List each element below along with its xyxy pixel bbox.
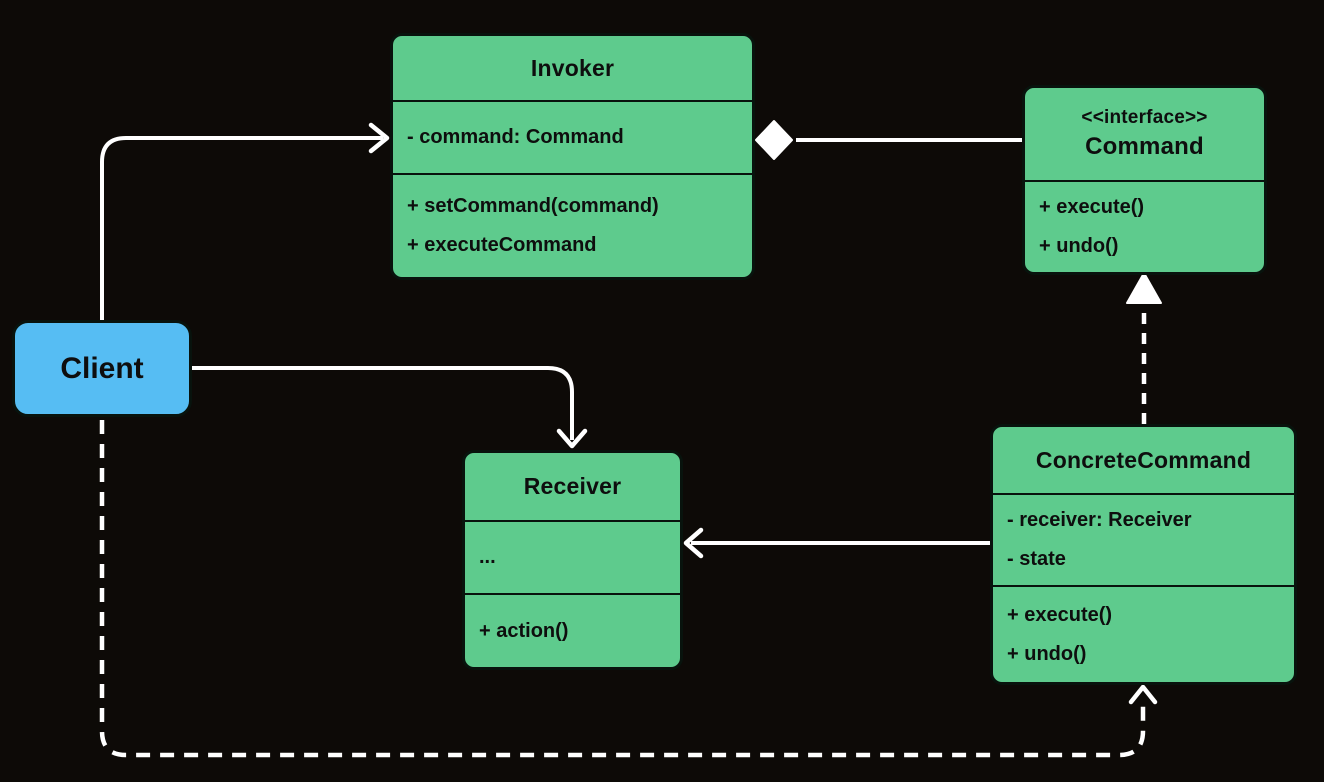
class-member: + executeCommand [407, 234, 597, 256]
class-client: Client [12, 320, 192, 417]
class-member: + undo() [1007, 642, 1087, 665]
class-invoker: Invoker - command: Command + setCommand(… [390, 33, 755, 280]
class-command-methods: + execute() + undo() [1025, 180, 1264, 272]
class-receiver-attributes: ... [465, 520, 680, 593]
class-member: + execute() [1007, 603, 1113, 626]
class-invoker-methods: + setCommand(command) + executeCommand [393, 173, 752, 277]
class-member: + undo() [1039, 235, 1119, 257]
class-invoker-attributes: - command: Command [393, 100, 752, 173]
edge-concretecommand-receiver [683, 527, 990, 559]
class-concretecommand-attributes: - receiver: Receiver - state [993, 493, 1294, 585]
class-receiver: Receiver ... + action() [462, 450, 683, 670]
edge-client-receiver [192, 366, 588, 449]
class-member: - state [1007, 548, 1066, 570]
class-member: + action() [479, 619, 569, 642]
class-command-title: <<interface>> Command [1025, 88, 1264, 180]
edge-concretecommand-command-realization [1126, 272, 1162, 424]
class-concretecommand-title: ConcreteCommand [1035, 446, 1252, 473]
class-command-interface: <<interface>> Command + execute() + undo(… [1022, 85, 1267, 275]
class-client-label: Client [60, 351, 144, 385]
class-member: ... [479, 546, 496, 568]
interface-stereotype: <<interface>> [1081, 107, 1208, 128]
class-concretecommand-methods: + execute() + undo() [993, 585, 1294, 682]
edge-invoker-command-aggregation [755, 120, 1023, 160]
class-member: + setCommand(command) [407, 195, 659, 217]
class-command-name: Command [1085, 133, 1204, 160]
class-concretecommand: ConcreteCommand - receiver: Receiver - st… [990, 424, 1297, 685]
class-member: - receiver: Receiver [1007, 509, 1192, 531]
edge-client-invoker [100, 122, 390, 321]
class-member: + execute() [1039, 196, 1145, 218]
class-invoker-title: Invoker [530, 54, 615, 81]
class-receiver-title: Receiver [523, 473, 622, 499]
class-receiver-methods: + action() [465, 593, 680, 667]
edge-client-concretecommand-dependency [99, 420, 1158, 758]
class-member: - command: Command [407, 126, 624, 148]
